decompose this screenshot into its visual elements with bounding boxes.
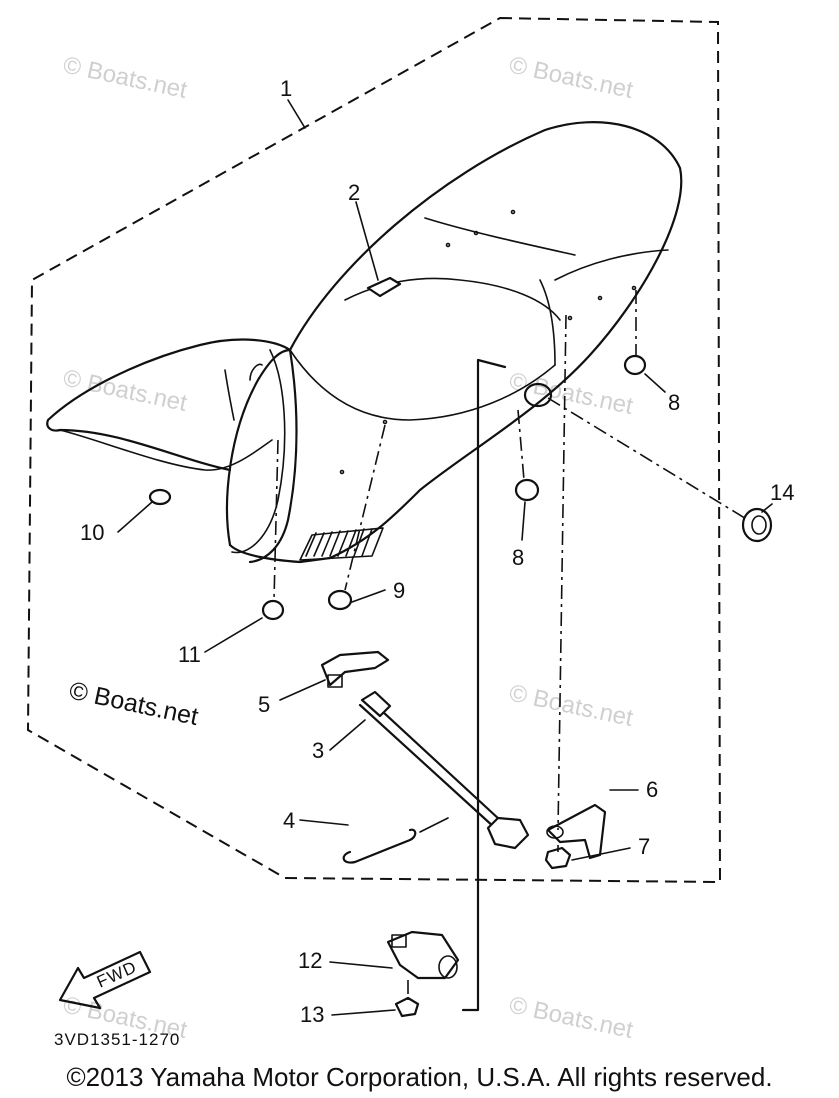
part-code: 3VD1351-1270 <box>54 1030 180 1049</box>
callout-2: 2 <box>348 180 360 205</box>
callout-3: 3 <box>312 738 324 763</box>
callout-5: 5 <box>258 692 270 717</box>
seat-strap <box>366 276 402 298</box>
damper-8-lower <box>514 478 540 502</box>
spring-4 <box>342 817 449 864</box>
seat-lock-12 <box>386 930 460 980</box>
copyright-notice: ©2013 Yamaha Motor Corporation, U.S.A. A… <box>66 1062 773 1092</box>
callout-14: 14 <box>770 480 794 505</box>
callout-9: 9 <box>393 578 405 603</box>
callout-6: 6 <box>646 777 658 802</box>
bracket-5 <box>320 650 390 688</box>
callouts: 1 2 8 8 14 10 9 11 5 3 6 4 7 12 13 <box>80 76 794 1027</box>
callout-4: 4 <box>283 808 295 833</box>
assembly-boundary <box>26 16 722 884</box>
seat-assembly <box>46 121 683 564</box>
callout-13: 13 <box>300 1002 324 1027</box>
callout-8-lower: 8 <box>512 545 524 570</box>
leader-lines <box>117 99 773 1016</box>
nut-13 <box>394 996 420 1018</box>
assembly-lines <box>273 290 749 1012</box>
callout-1: 1 <box>280 76 292 101</box>
watermark: © Boats.net <box>507 679 636 732</box>
watermark: © Boats.net <box>67 676 201 731</box>
callout-7: 7 <box>638 834 650 859</box>
seat-lock-rod-3 <box>358 690 530 850</box>
damper-10 <box>148 488 172 506</box>
nut-7 <box>544 846 572 870</box>
grommet-14 <box>741 507 773 543</box>
bracket-6 <box>546 803 607 860</box>
damper-9 <box>327 589 353 611</box>
watermark: © Boats.net <box>507 991 636 1044</box>
callout-12: 12 <box>298 948 322 973</box>
damper-11 <box>261 599 285 621</box>
watermark: © Boats.net <box>507 51 636 104</box>
callout-11: 11 <box>178 642 201 667</box>
callout-10: 10 <box>80 520 104 545</box>
watermark: © Boats.net <box>61 51 190 104</box>
callout-8-upper: 8 <box>668 390 680 415</box>
damper-8-upper <box>623 354 647 376</box>
